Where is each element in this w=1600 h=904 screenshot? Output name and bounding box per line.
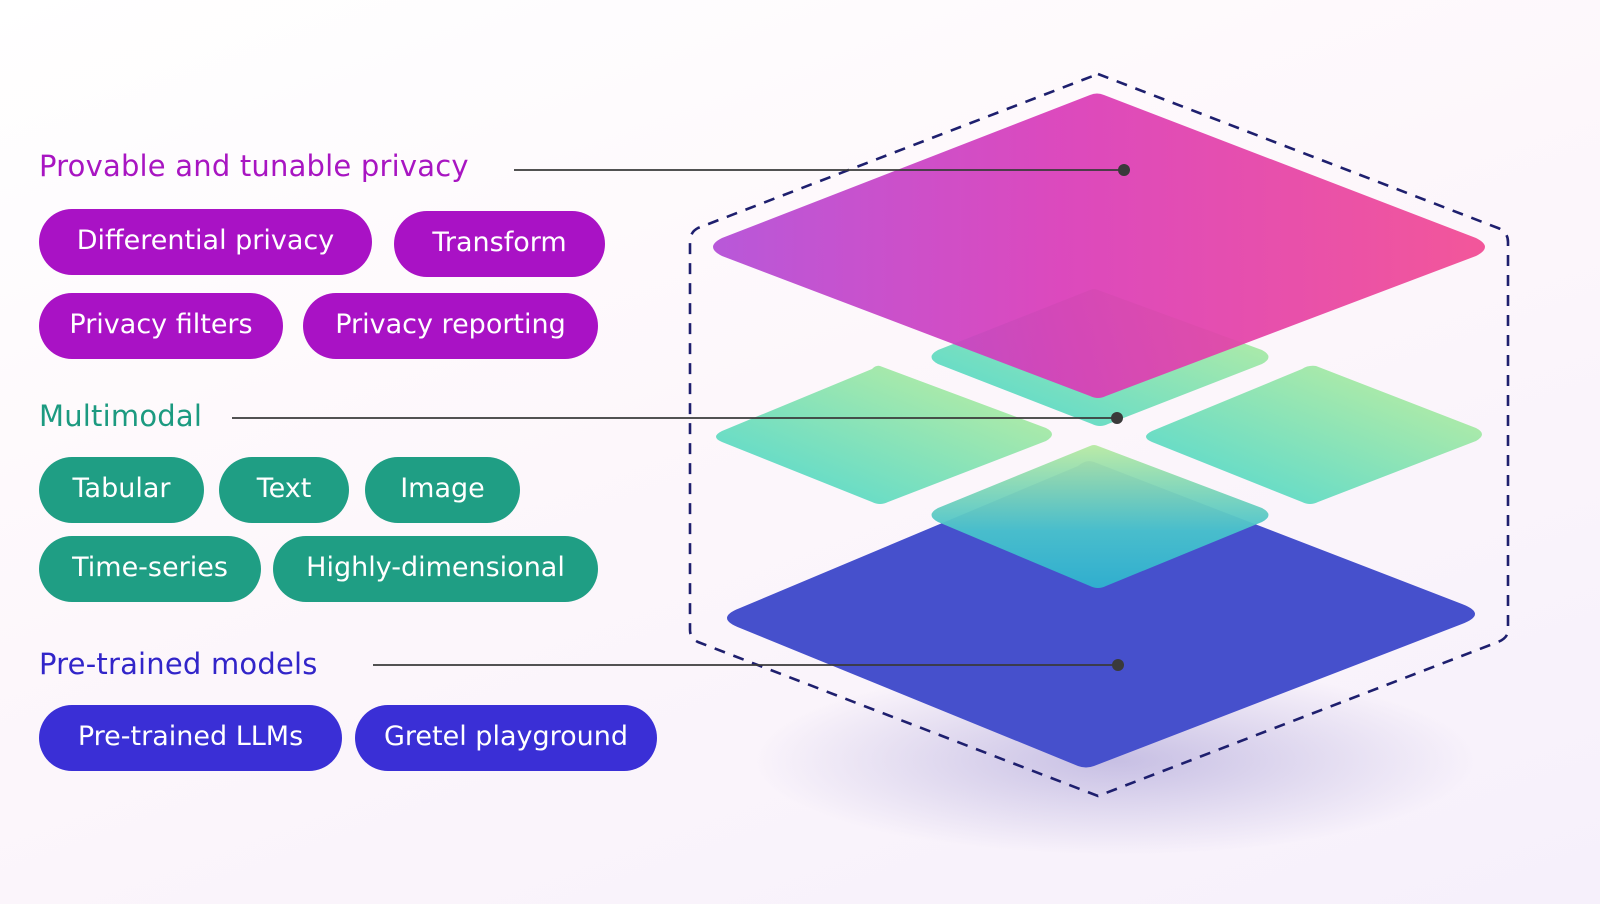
tag-highly-dimensional[interactable]: Highly-dimensional bbox=[273, 536, 598, 602]
tag-image[interactable]: Image bbox=[365, 457, 520, 523]
layer-multimodal-front bbox=[931, 445, 1269, 588]
tag-text[interactable]: Text bbox=[219, 457, 349, 523]
section-title-privacy: Provable and tunable privacy bbox=[39, 149, 469, 183]
tag-differential-privacy[interactable]: Differential privacy bbox=[39, 209, 372, 275]
section-title-multimodal: Multimodal bbox=[39, 399, 203, 433]
layer-multimodal-left bbox=[716, 365, 1052, 504]
layer-privacy bbox=[713, 93, 1485, 398]
tag-privacy-filters[interactable]: Privacy filters bbox=[39, 293, 283, 359]
connector-multimodal-dot bbox=[1111, 412, 1123, 424]
section-title-models: Pre-trained models bbox=[39, 647, 318, 681]
tag-tabular[interactable]: Tabular bbox=[39, 457, 204, 523]
layer-models bbox=[727, 461, 1475, 768]
connector-models-dot bbox=[1112, 659, 1124, 671]
stack-outline bbox=[688, 72, 1510, 798]
tag-gretel-playground[interactable]: Gretel playground bbox=[355, 705, 657, 771]
tag-time-series[interactable]: Time-series bbox=[39, 536, 261, 602]
tag-transform[interactable]: Transform bbox=[394, 211, 605, 277]
layer-multimodal-right bbox=[1146, 365, 1482, 504]
tag-privacy-reporting[interactable]: Privacy reporting bbox=[303, 293, 598, 359]
stack-shadow bbox=[755, 665, 1475, 855]
tag-pre-trained-llms[interactable]: Pre-trained LLMs bbox=[39, 705, 342, 771]
connector-privacy-dot bbox=[1118, 164, 1130, 176]
